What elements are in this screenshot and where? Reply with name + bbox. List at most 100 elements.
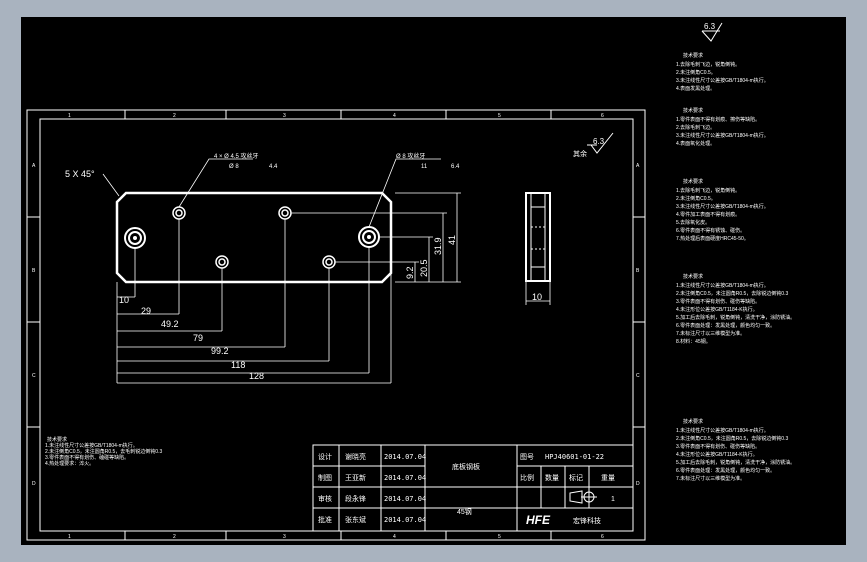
tb-role-2: 制图 bbox=[318, 473, 332, 482]
dim-118: 118 bbox=[231, 360, 245, 370]
svg-text:2.未注倒角C0.5，未注圆角R0.5，去除锐边倒钝0.3: 2.未注倒角C0.5，未注圆角R0.5，去除锐边倒钝0.3 bbox=[676, 290, 788, 297]
tb-date-4: 2014.07.04 bbox=[384, 516, 426, 524]
zone-num-2: 2 bbox=[173, 113, 176, 119]
hole-note-b-line1: Ø 8 攻丝牙 bbox=[396, 152, 425, 160]
svg-text:2.未注倒角C0.5，未注圆角R0.5，去毛刺锐边倒钝0.3: 2.未注倒角C0.5，未注圆角R0.5，去毛刺锐边倒钝0.3 bbox=[45, 448, 162, 455]
hole-note-a-line1: 4 × Ø 4.5 攻丝牙 bbox=[214, 152, 259, 160]
sheet-outer-border bbox=[26, 109, 646, 541]
right-note-2: 技术要求 1.零件表面不得有划痕、擦伤等缺陷。 2.去除毛刺飞边。 3.未注线性… bbox=[676, 107, 769, 147]
side-view[interactable] bbox=[525, 192, 551, 305]
tb-drawing-no: HPJ40601-01-22 bbox=[545, 453, 604, 461]
cad-viewport[interactable]: 1 2 3 4 5 6 1 2 3 4 5 6 A B C D A B C D bbox=[21, 17, 846, 545]
dim-79: 79 bbox=[193, 333, 203, 343]
svg-text:4.表面发黑处理。: 4.表面发黑处理。 bbox=[676, 85, 715, 92]
hole-small-2[interactable] bbox=[278, 206, 292, 220]
svg-text:2.未注倒角C0.5，未注圆角R0.5，去除锐边倒钝0.3: 2.未注倒角C0.5，未注圆角R0.5，去除锐边倒钝0.3 bbox=[676, 435, 788, 442]
tb-date-1: 2014.07.04 bbox=[384, 453, 426, 461]
svg-text:3.未注线性尺寸公差按GB/T1804-m执行。: 3.未注线性尺寸公差按GB/T1804-m执行。 bbox=[676, 203, 769, 210]
svg-text:1.去除毛刺飞边，锐角倒钝。: 1.去除毛刺飞边，锐角倒钝。 bbox=[676, 61, 740, 68]
zone-num-2-bottom: 2 bbox=[173, 534, 176, 540]
tb-header-weight: 重量 bbox=[601, 474, 615, 482]
svg-text:技术要求: 技术要求 bbox=[683, 418, 703, 425]
hole-note-b-depth: 6.4 bbox=[451, 164, 460, 170]
tb-name-4: 张东斌 bbox=[345, 515, 366, 524]
right-note-4: 技术要求 1.未注线性尺寸公差按GB/T1804-m执行。 2.未注倒角C0.5… bbox=[676, 273, 795, 345]
zone-letter-a: A bbox=[32, 163, 36, 169]
svg-text:6.3: 6.3 bbox=[704, 22, 716, 31]
dim-9-2: 9.2 bbox=[405, 266, 415, 279]
svg-text:4.未注形位公差按GB/T1184-K执行。: 4.未注形位公差按GB/T1184-K执行。 bbox=[676, 306, 758, 313]
svg-text:5.去除氧化皮。: 5.去除氧化皮。 bbox=[676, 219, 710, 226]
svg-text:技术要求: 技术要求 bbox=[683, 52, 703, 59]
projection-symbol-icon bbox=[569, 490, 597, 504]
zone-letter-c: C bbox=[32, 373, 36, 379]
right-note-1: 技术要求 1.去除毛刺飞边，锐角倒钝。 2.未注倒角C0.5。 3.未注线性尺寸… bbox=[676, 52, 769, 92]
tb-name-2: 王亚新 bbox=[345, 473, 366, 482]
svg-text:5.加工后去除毛刺，锐角倒钝，清洗干净，涂防锈油。: 5.加工后去除毛刺，锐角倒钝，清洗干净，涂防锈油。 bbox=[676, 459, 795, 466]
hole-note-a-line2: Ø 8 bbox=[229, 164, 239, 170]
svg-text:7.未标注尺寸以三维模型为准。: 7.未标注尺寸以三维模型为准。 bbox=[676, 330, 745, 337]
zone-num-4: 4 bbox=[393, 113, 396, 119]
tb-role-3: 审核 bbox=[318, 494, 332, 503]
svg-text:2.未注倒角C0.5。: 2.未注倒角C0.5。 bbox=[676, 69, 716, 76]
dim-10: 10 bbox=[119, 295, 129, 305]
svg-text:技术要求: 技术要求 bbox=[47, 436, 67, 443]
hole-small-4[interactable] bbox=[322, 255, 336, 269]
part-outline[interactable] bbox=[115, 191, 393, 284]
svg-text:1.去除毛刺飞边，锐角倒钝。: 1.去除毛刺飞边，锐角倒钝。 bbox=[676, 187, 740, 194]
tb-header-qty: 数量 bbox=[545, 473, 559, 482]
dim-128: 128 bbox=[249, 371, 264, 381]
svg-text:7.未标注尺寸以三维模型为准。: 7.未标注尺寸以三维模型为准。 bbox=[676, 475, 745, 482]
svg-text:1.未注线性尺寸公差按GB/T1804-m执行。: 1.未注线性尺寸公差按GB/T1804-m执行。 bbox=[45, 442, 138, 449]
chamfer-note: 5 X 45° bbox=[65, 169, 95, 179]
dim-99-2: 99.2 bbox=[211, 346, 229, 356]
svg-text:5.加工后去除毛刺，锐角倒钝，清洗干净，涂防锈油。: 5.加工后去除毛刺，锐角倒钝，清洗干净，涂防锈油。 bbox=[676, 314, 795, 321]
tb-role-4: 批准 bbox=[318, 515, 332, 524]
zone-num-3: 3 bbox=[283, 113, 286, 119]
hole-note-a-depth: 4.4 bbox=[269, 164, 278, 170]
dim-29: 29 bbox=[141, 306, 151, 316]
hole-small-3[interactable] bbox=[215, 255, 229, 269]
zone-num-5-bottom: 5 bbox=[498, 534, 501, 540]
zone-num-3-bottom: 3 bbox=[283, 534, 286, 540]
title-block[interactable]: 设计 谢晓亮 2014.07.04 制图 王亚新 2014.07.04 审核 段… bbox=[312, 444, 634, 532]
svg-text:4.表面氧化处理。: 4.表面氧化处理。 bbox=[676, 140, 715, 147]
tb-date-3: 2014.07.04 bbox=[384, 495, 426, 503]
roughness-symbol-sheet: 6.3 其余 bbox=[573, 132, 614, 158]
tb-name-3: 段永锋 bbox=[345, 494, 366, 503]
svg-text:4.零件加工表面不得有划痕。: 4.零件加工表面不得有划痕。 bbox=[676, 211, 740, 218]
svg-text:8.材料：45钢。: 8.材料：45钢。 bbox=[676, 338, 711, 345]
svg-text:6.零件表面不得有锈蚀、碰伤。: 6.零件表面不得有锈蚀、碰伤。 bbox=[676, 227, 745, 234]
dim-41: 41 bbox=[447, 235, 457, 245]
tb-role-1: 设计 bbox=[318, 452, 332, 461]
svg-text:技术要求: 技术要求 bbox=[683, 178, 703, 185]
tb-name-1: 谢晓亮 bbox=[345, 452, 366, 461]
svg-text:7.热处理后表面硬度HRC45-50。: 7.热处理后表面硬度HRC45-50。 bbox=[676, 235, 749, 242]
svg-text:1.未注线性尺寸公差按GB/T1804-m执行。: 1.未注线性尺寸公差按GB/T1804-m执行。 bbox=[676, 427, 769, 434]
dim-20-5: 20.5 bbox=[419, 259, 429, 277]
svg-text:技术要求: 技术要求 bbox=[683, 273, 703, 280]
tb-date-2: 2014.07.04 bbox=[384, 474, 426, 482]
svg-text:3.零件表面不得有划伤、碰伤等缺陷。: 3.零件表面不得有划伤、碰伤等缺陷。 bbox=[676, 298, 760, 305]
hole-small-1[interactable] bbox=[172, 206, 186, 220]
zone-num-6-bottom: 6 bbox=[601, 534, 604, 540]
svg-text:6.零件表面处理：发黑处理，颜色均匀一致。: 6.零件表面处理：发黑处理，颜色均匀一致。 bbox=[676, 322, 775, 329]
svg-text:4.热处理要求：淬火。: 4.热处理要求：淬火。 bbox=[45, 460, 94, 467]
zone-letter-b: B bbox=[32, 268, 36, 274]
front-view[interactable]: 10 29 49.2 79 99.2 118 128 9.2 20.5 31.9… bbox=[65, 152, 461, 384]
tb-part-name: 底板钢板 bbox=[452, 462, 480, 471]
tb-company: 宏锋科技 bbox=[573, 516, 601, 525]
drawing-canvas[interactable]: 1 2 3 4 5 6 1 2 3 4 5 6 A B C D A B C D bbox=[21, 17, 846, 545]
tech-note-left: 技术要求 1.未注线性尺寸公差按GB/T1804-m执行。 2.未注倒角C0.5… bbox=[45, 436, 162, 467]
right-note-5: 技术要求 1.未注线性尺寸公差按GB/T1804-m执行。 2.未注倒角C0.5… bbox=[676, 418, 795, 482]
svg-text:2.未注倒角C0.5。: 2.未注倒角C0.5。 bbox=[676, 195, 716, 202]
svg-text:3.未注线性尺寸公差按GB/T1804-m执行。: 3.未注线性尺寸公差按GB/T1804-m执行。 bbox=[676, 77, 769, 84]
zone-letter-a-right: A bbox=[636, 163, 640, 169]
svg-text:3.未注线性尺寸公差按GB/T1804-m执行。: 3.未注线性尺寸公差按GB/T1804-m执行。 bbox=[676, 132, 769, 139]
tb-header-ratio: 比例 bbox=[520, 473, 534, 482]
tb-qty-value: 1 bbox=[611, 496, 615, 503]
hole-note-b-line2: 11 bbox=[421, 164, 428, 170]
zone-num-1: 1 bbox=[68, 113, 71, 119]
svg-text:1.未注线性尺寸公差按GB/T1804-m执行。: 1.未注线性尺寸公差按GB/T1804-m执行。 bbox=[676, 282, 769, 289]
zone-num-1-bottom: 1 bbox=[68, 534, 71, 540]
